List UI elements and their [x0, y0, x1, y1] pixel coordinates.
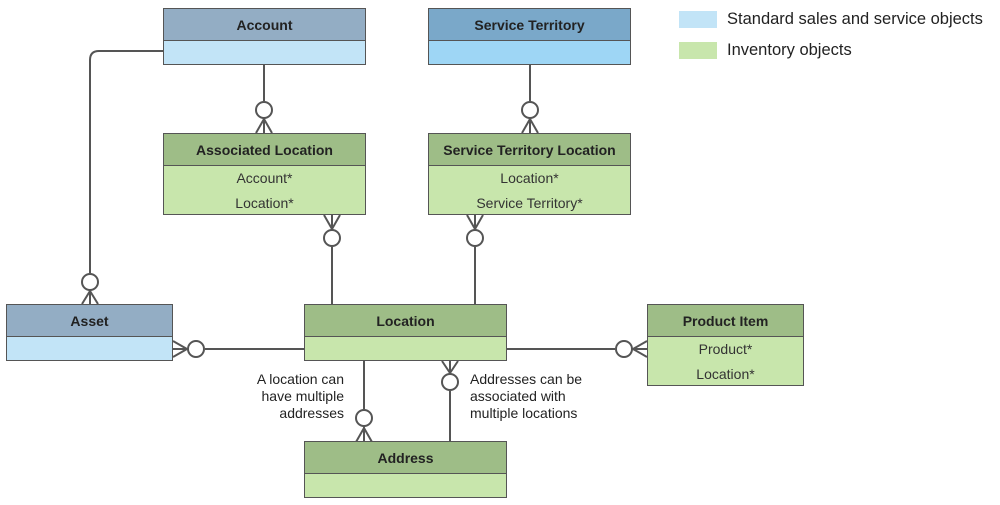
- entity-asset-title: Asset: [7, 305, 172, 337]
- legend-item-standard: Standard sales and service objects: [679, 10, 983, 29]
- legend-item-inventory: Inventory objects: [679, 41, 852, 60]
- note-address-locations: Addresses can be associated with multipl…: [470, 371, 583, 421]
- entity-product-item-title: Product Item: [648, 305, 803, 337]
- entity-service-territory-location[interactable]: Service Territory Location Location* Ser…: [428, 133, 631, 215]
- entity-associated-location[interactable]: Associated Location Account* Location*: [163, 133, 366, 215]
- legend-label-inventory: Inventory objects: [727, 41, 852, 59]
- connector-location-product-item: [506, 340, 648, 358]
- entity-address-title: Address: [305, 442, 506, 474]
- connector-service-territory-stl: [521, 64, 539, 134]
- field-product: Product*: [698, 341, 753, 357]
- entity-location[interactable]: Location: [304, 304, 507, 361]
- entity-product-item[interactable]: Product Item Product* Location*: [647, 304, 804, 386]
- field-account: Account*: [236, 170, 293, 186]
- field-location: Location*: [235, 195, 294, 211]
- entity-address[interactable]: Address: [304, 441, 507, 498]
- note-location-addresses: A location can have multiple addresses: [256, 371, 344, 421]
- entity-service-territory[interactable]: Service Territory: [428, 8, 631, 65]
- entity-service-territory-location-title: Service Territory Location: [429, 134, 630, 166]
- entity-account[interactable]: Account: [163, 8, 366, 65]
- connector-account-associated-location: [255, 64, 273, 134]
- legend-swatch-standard: [679, 11, 717, 28]
- connector-account-asset: [81, 50, 163, 305]
- connector-location-associated-location: [323, 214, 341, 305]
- entity-location-title: Location: [305, 305, 506, 337]
- legend-swatch-inventory: [679, 42, 717, 59]
- field-service-territory: Service Territory*: [476, 195, 583, 211]
- connector-address-location: [441, 360, 459, 442]
- field-location: Location*: [696, 366, 755, 382]
- connector-location-stl: [466, 214, 484, 305]
- entity-service-territory-title: Service Territory: [429, 9, 630, 41]
- connector-location-address: [355, 361, 373, 443]
- entity-associated-location-title: Associated Location: [164, 134, 365, 166]
- entity-asset[interactable]: Asset: [6, 304, 173, 361]
- entity-account-title: Account: [164, 9, 365, 41]
- connector-location-asset: [172, 340, 304, 358]
- field-location: Location*: [500, 170, 559, 186]
- legend-label-standard: Standard sales and service objects: [727, 10, 983, 28]
